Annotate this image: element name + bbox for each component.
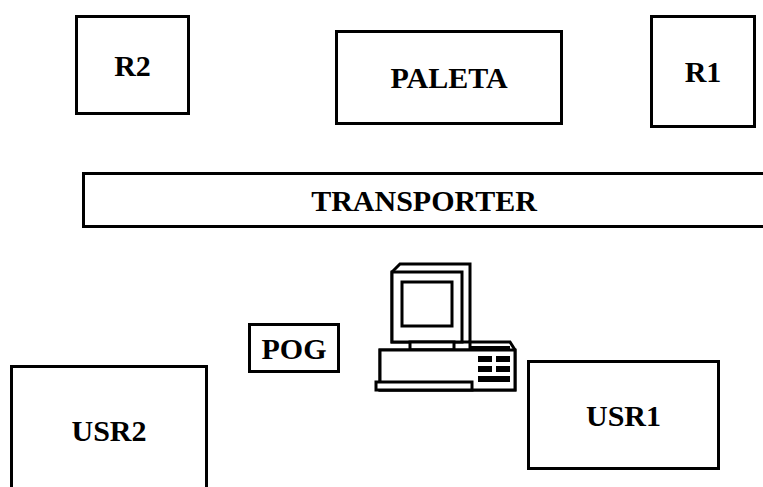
machine-box: USR1: [527, 360, 720, 470]
node-label: USR2: [71, 414, 146, 447]
conveyor-band: TRANSPORTER: [82, 172, 763, 228]
node-label: PALETA: [390, 61, 507, 94]
robot-box: R1: [650, 15, 756, 128]
node-label: R1: [685, 55, 722, 88]
node-label: R2: [114, 49, 151, 82]
station-box: POG: [248, 323, 340, 373]
node-label: USR1: [586, 399, 661, 432]
node-label: POG: [262, 332, 327, 365]
robot-box: R2: [75, 15, 190, 115]
machine-box: USR2: [10, 365, 208, 487]
pallet-box: PALETA: [335, 30, 563, 125]
node-label: TRANSPORTER: [311, 184, 537, 217]
